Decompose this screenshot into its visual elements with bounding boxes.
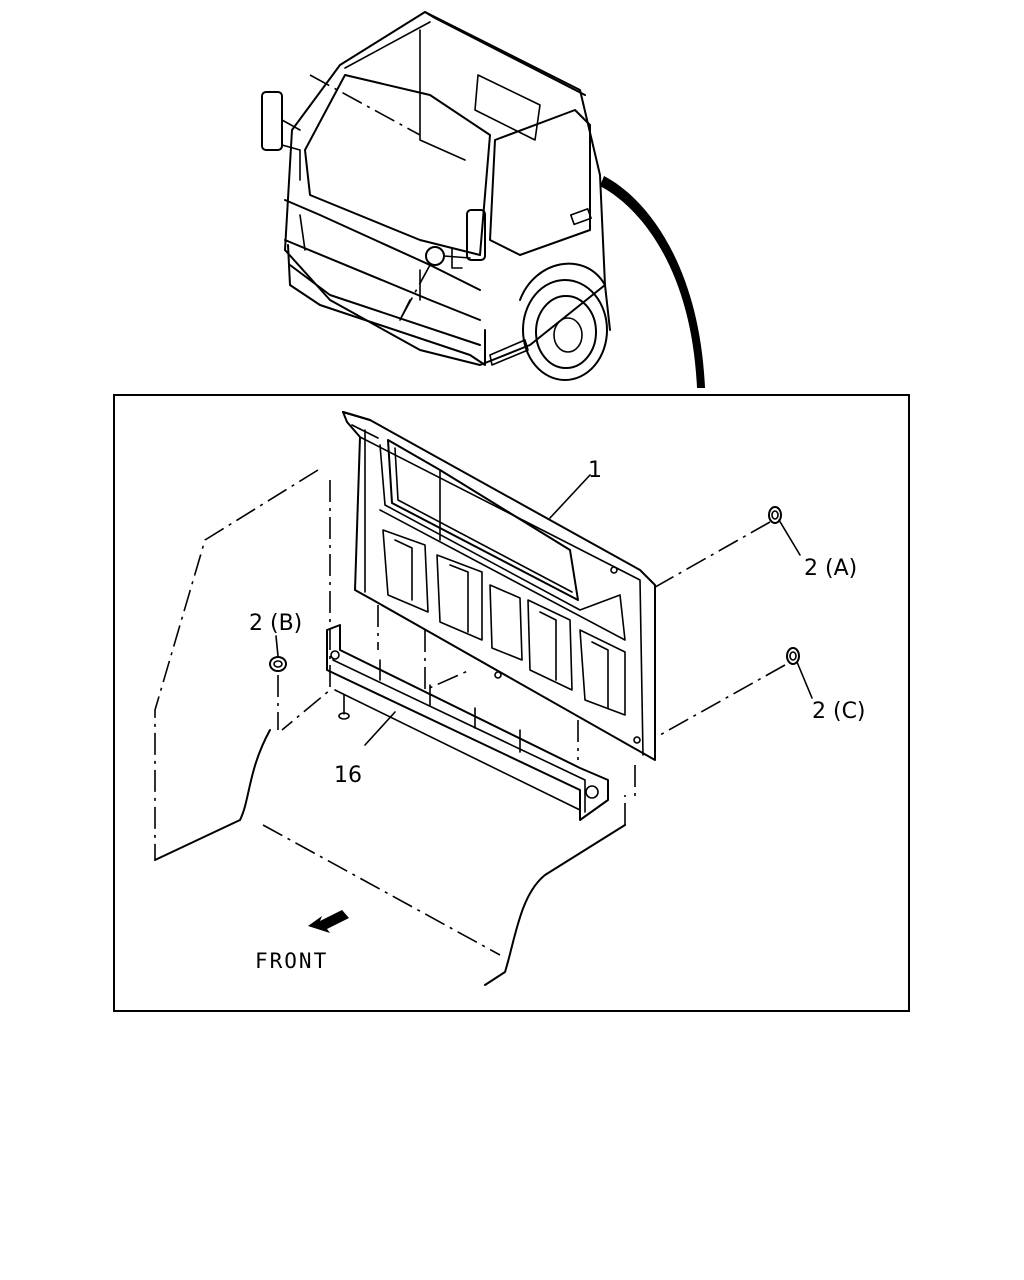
front-label: FRONT [255,949,328,973]
callout-2b: 2 (B) [249,611,302,636]
leader-16 [364,711,396,746]
leader-1 [549,474,591,519]
nut-2c [659,647,813,736]
sill-part-16 [326,624,609,821]
front-arrow-icon [308,910,349,933]
nut-2b [269,635,287,730]
cab-phantom-outline [154,469,636,986]
truck-cab-illustration [261,11,705,388]
back-panel-part-1 [342,411,656,761]
callout-16: 16 [334,763,362,788]
callout-1: 1 [588,458,602,483]
callout-2c: 2 (C) [812,699,866,724]
callout-2a: 2 (A) [804,556,857,581]
detail-frame [113,394,910,1012]
nut-2a [649,506,801,591]
